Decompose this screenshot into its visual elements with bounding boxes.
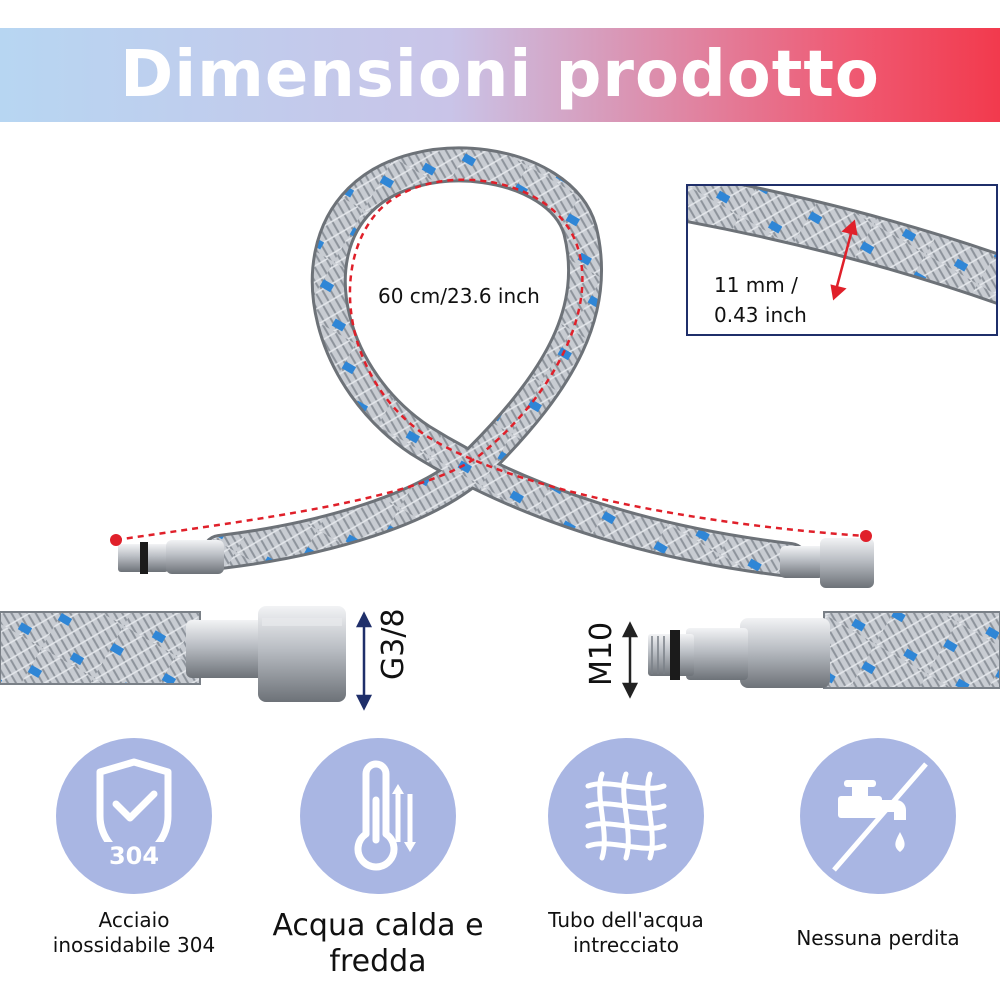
feature-braided-hose: Tubo dell'acqua intrecciato	[506, 738, 746, 958]
length-start-dot	[110, 534, 122, 546]
feature-label: Acciaio inossidabile 304	[14, 908, 254, 958]
loop-female-fitting	[780, 538, 874, 588]
diameter-inset: 11 mm / 0.43 inch	[686, 184, 998, 336]
feature-label-line: Acqua calda e	[272, 908, 484, 943]
feature-hot-cold-water: Acqua calda e fredda	[258, 738, 498, 980]
feature-stainless-steel: 304 Acciaio inossidabile 304	[14, 738, 254, 958]
hose-length-label: 60 cm/23.6 inch	[378, 284, 540, 308]
feature-circle	[300, 738, 456, 894]
feature-label: Nessuna perdita	[758, 926, 998, 951]
thread-m10-label: M10	[584, 621, 619, 686]
feature-label: Tubo dell'acqua intrecciato	[506, 908, 746, 958]
page-title: Dimensioni prodotto	[120, 38, 880, 112]
feature-label-line: inossidabile 304	[52, 933, 216, 957]
no-leak-faucet-icon	[832, 762, 928, 872]
thermometer-icon	[354, 760, 416, 871]
steel-grade-badge: 304	[108, 842, 160, 870]
length-end-dot	[860, 530, 872, 542]
feature-label-line: intrecciato	[572, 933, 680, 957]
shield-check-icon	[96, 758, 172, 872]
diameter-arrow	[830, 219, 858, 301]
diameter-line-mm: 11 mm /	[714, 273, 798, 297]
diameter-label: 11 mm / 0.43 inch	[714, 270, 807, 330]
length-measure-path	[115, 178, 867, 542]
feature-label-line: Acciaio	[98, 908, 170, 932]
feature-label-line: Nessuna perdita	[796, 926, 960, 950]
g38-arrow	[355, 611, 373, 711]
m10-arrow	[621, 621, 639, 699]
thread-g38-label: G3/8	[376, 608, 411, 680]
feature-no-leak: Nessuna perdita	[758, 738, 998, 951]
inset-hose-closeup	[688, 186, 996, 305]
title-banner: Dimensioni prodotto	[0, 28, 1000, 122]
feature-label-line: Tubo dell'acqua	[548, 908, 704, 932]
feature-circle	[800, 738, 956, 894]
closeup-female-fitting	[0, 606, 346, 702]
feature-circle: 304	[56, 738, 212, 894]
loop-male-fitting	[118, 540, 224, 574]
diameter-line-inch: 0.43 inch	[714, 303, 807, 327]
feature-circle	[548, 738, 704, 894]
closeup-male-fitting	[648, 611, 1000, 689]
feature-label-line: fredda	[329, 944, 427, 979]
feature-label: Acqua calda e fredda	[258, 908, 498, 980]
woven-mesh-icon	[585, 771, 667, 861]
